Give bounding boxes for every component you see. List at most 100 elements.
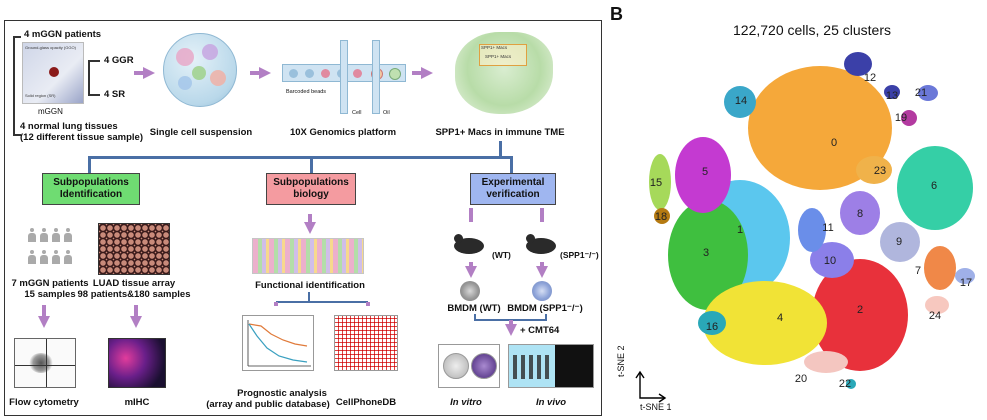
inset-top-label: Ground-glass opacity (GGO) [25,45,76,50]
tissue-array-image [98,223,170,275]
arrow-shaft-ko [540,208,544,222]
cluster-label-13: 13 [886,90,898,102]
tsne-plot [620,40,987,420]
thumbnail-label-2: SPP1+ Macs [485,54,511,60]
cluster-label-5: 5 [702,166,708,178]
tsne-title: 122,720 cells, 25 clusters [733,22,891,38]
person-icon [28,250,36,264]
cluster-label-8: 8 [857,208,863,220]
cluster-label-19: 19 [895,112,907,124]
cluster-label-9: 9 [896,236,902,248]
bmdm-wt-label: BMDM (WT) [447,303,500,314]
person-icon [40,228,48,242]
well-ko [471,353,497,379]
bmdm-ko-cell-icon [532,281,552,301]
cluster-20-region [804,351,848,373]
cluster-label-4: 4 [777,312,783,324]
arrow-head-bmdm-ko [536,266,548,278]
arrow-shaft-cellphonedb [366,302,370,306]
gate-line [15,365,75,366]
arrow-head-mihc [130,316,142,328]
km-curve-low [249,324,307,362]
cluster-label-12: 12 [864,72,876,84]
connector-stem [499,141,502,157]
ggr-label: 4 GGR [104,55,134,66]
box-experimental: Experimental verification [470,173,556,205]
in-vitro-label: In vitro [450,397,482,408]
cluster-label-20: 20 [795,373,807,385]
luad-line2: 98 patients&180 samples [77,289,190,300]
arrow-shaft-wt [469,208,473,222]
in-vitro-image [438,344,500,388]
cluster-label-17: 17 [960,277,972,289]
single-cell-label: Single cell suspension [150,127,252,138]
in-vivo-label: In vivo [536,397,566,408]
cell-label: Cell [352,108,361,119]
normal-tissue-line1: 4 normal lung tissues [20,121,118,132]
arrow-head-1 [143,67,155,79]
cell-blob [210,70,226,86]
droplet-icon [389,68,401,80]
arrow-head-2 [259,67,271,79]
cluster-label-16: 16 [706,321,718,333]
cell-channel [340,40,348,114]
cellphonedb-label: CellPhoneDB [336,397,396,408]
bmdm-ko-label: BMDM (SPP1⁻/⁻) [507,303,582,314]
box-line: Identification [43,189,139,201]
cluster-label-23: 23 [874,165,886,177]
axis-x-label: t-SNE 1 [640,402,672,412]
cell-blob [176,48,194,66]
km-curve-svg [243,316,313,370]
mggn-patients-line1: 7 mGGN patients [11,278,88,289]
km-curve-high [249,324,307,346]
cluster-label-18: 18 [655,211,667,223]
well-wt [443,353,469,379]
mihc-label: mIHC [125,397,150,408]
cluster-label-21: 21 [915,87,927,99]
arrow-head-cmt64 [505,324,517,336]
bead-icon [305,69,314,78]
cluster-label-2: 2 [857,304,863,316]
left-bracket-top [13,36,21,38]
branch-vertical [88,60,90,96]
cluster-label-11: 11 [822,222,833,234]
nodule-marker [49,67,59,77]
bead-icon [289,69,298,78]
spp1-label: SPP1+ Macs in immune TME [435,127,564,138]
cluster-7-region [924,246,956,290]
flow-cytometry-plot [14,338,76,388]
connector-middle [310,156,313,174]
genomics-label: 10X Genomics platform [290,127,396,138]
heatmap-image [252,238,364,274]
mouse-ear [526,234,535,243]
cell-blob [202,44,218,60]
mouse-ear [454,234,463,243]
cluster-label-15: 15 [650,177,662,189]
luad-line1: LUAD tissue array [93,278,175,289]
cmt64-label: + CMT64 [520,325,559,336]
spp1ko-label: (SPP1⁻/⁻) [560,250,599,261]
connector-right-join [499,156,513,159]
cellphonedb-plot [334,315,398,371]
person-icon [64,228,72,242]
arrow-shaft-prognostic [274,302,278,306]
arrow-head-bmdm-wt [465,266,477,278]
person-icon [52,228,60,242]
ct-scan-image: Ground-glass opacity (GGO) Solid region … [22,42,84,104]
thumbnail-label-1: SPP1+ Macs [481,45,507,51]
gate-line [46,339,47,387]
mihc-image [108,338,166,388]
connector-left [88,156,91,174]
flow-cluster [29,353,53,373]
prognostic-line1: Prognostic analysis [237,388,327,399]
sr-label: 4 SR [104,89,125,100]
cell-blob [192,66,206,80]
wt-label: (WT) [492,250,511,261]
prognostic-line2: (array and public database) [206,399,330,410]
arrow-head-flow [38,316,50,328]
cluster-label-24: 24 [929,310,941,322]
mouse-ko-icon [522,232,562,254]
patient-icons [28,228,76,270]
person-icon [52,250,60,264]
axis-y-label: t-SNE 2 [616,345,626,377]
